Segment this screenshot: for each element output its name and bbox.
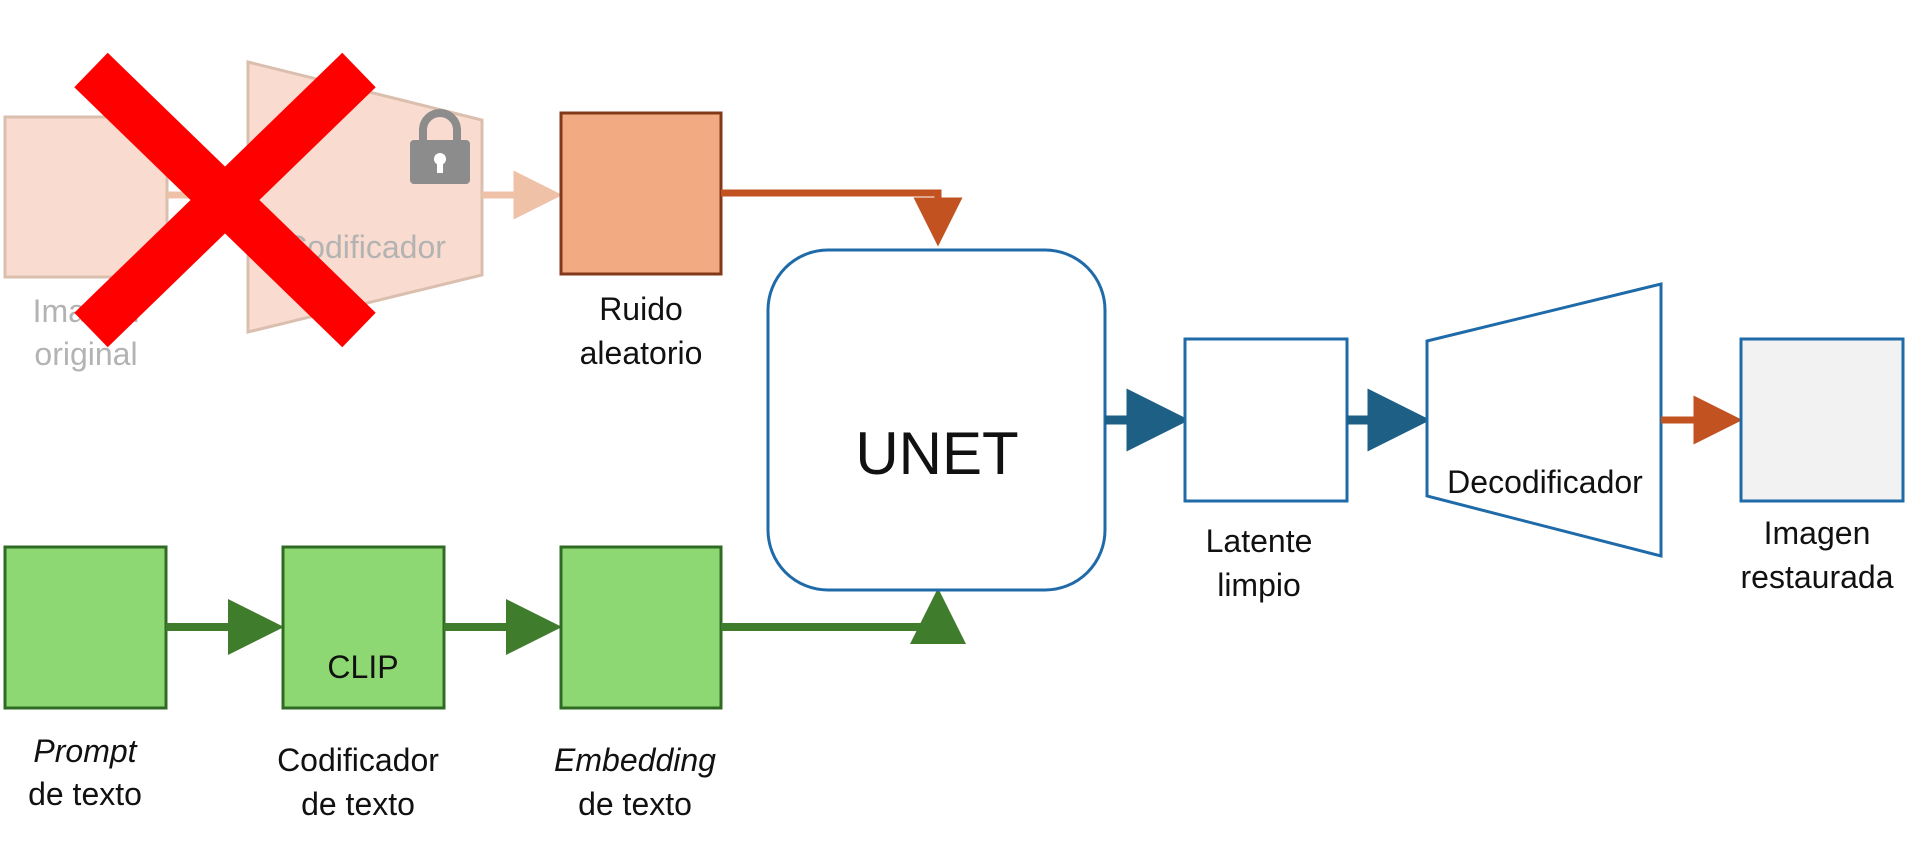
clip-text-encoder-box <box>281 545 446 710</box>
original-image-label-line2: original <box>34 336 137 372</box>
image-encoder-trapezoid <box>246 60 484 334</box>
text-encoder-label-line1: Codificador <box>277 742 439 778</box>
clean-latent-box <box>1183 337 1349 503</box>
decoder-trapezoid <box>1425 282 1663 558</box>
unet-label: UNET <box>855 420 1018 487</box>
decoder-label: Decodificador <box>1447 464 1643 500</box>
text-embedding-label-line1: Embedding <box>554 742 716 778</box>
arrow-embedding-to-unet <box>721 588 966 644</box>
text-prompt-box <box>3 545 168 710</box>
random-noise-label-line2: aleatorio <box>580 335 703 371</box>
arrow-noise-to-unet <box>721 189 963 247</box>
restored-image-label-line1: Imagen <box>1764 515 1871 551</box>
text-embedding-box <box>559 545 723 710</box>
text-prompt-label-line1: Prompt <box>33 733 137 769</box>
text-encoder-label-line2: de texto <box>301 786 415 822</box>
restored-image-label-line2: restaurada <box>1741 559 1894 595</box>
red-x-cross-icon <box>74 52 376 348</box>
random-noise-label-line1: Ruido <box>599 291 683 327</box>
clean-latent-label-line2: limpio <box>1217 567 1301 603</box>
clip-label: CLIP <box>327 649 398 685</box>
removed-image-branch: Codificador Imagen original <box>3 52 563 372</box>
clean-latent-label-line1: Latente <box>1206 523 1313 559</box>
restored-image-box <box>1739 337 1905 503</box>
random-noise-box <box>559 111 723 276</box>
text-prompt-label-line2: de texto <box>28 776 142 812</box>
text-embedding-label-line2: de texto <box>578 786 692 822</box>
lock-icon <box>410 109 470 184</box>
